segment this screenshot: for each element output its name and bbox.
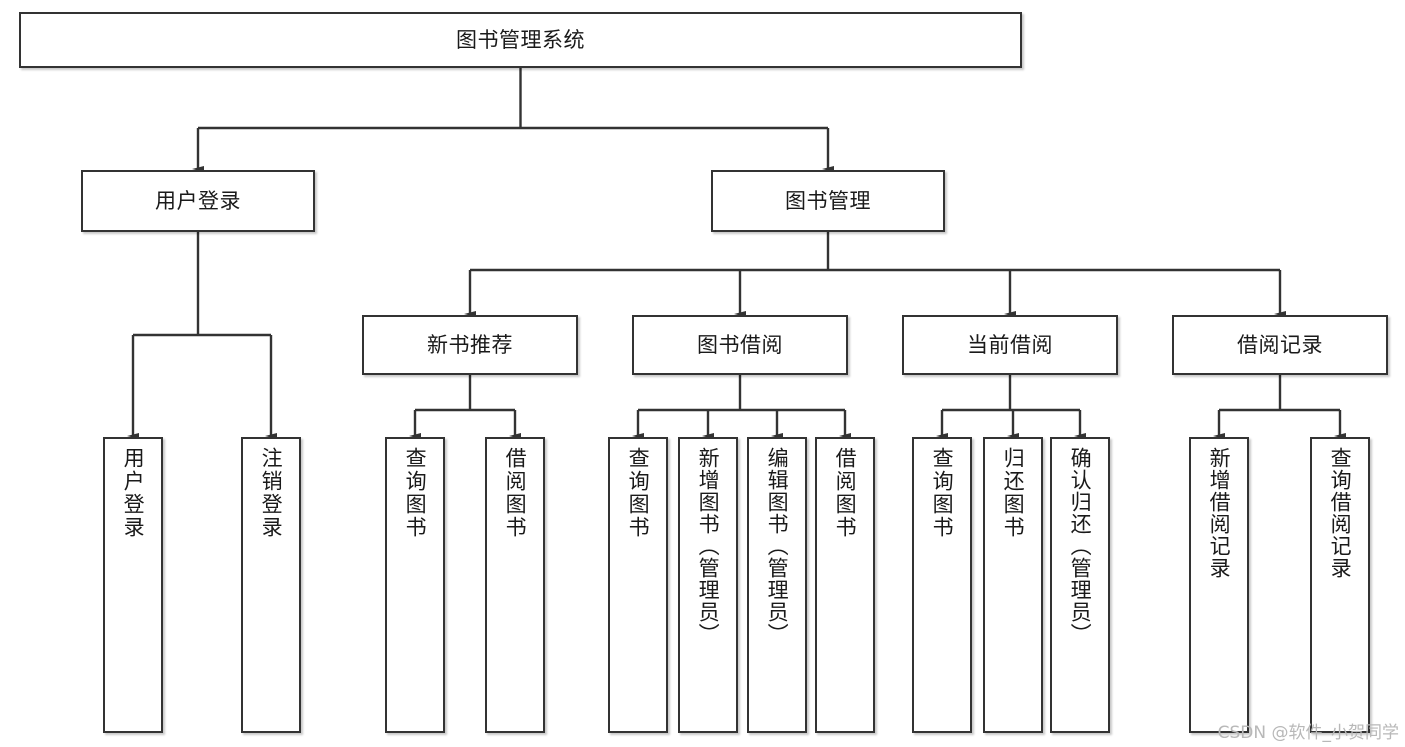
node-current-borrow[interactable]: 当前借阅	[902, 315, 1118, 375]
node-label: 查询借阅记录	[1328, 447, 1353, 579]
node-label: 借阅图书	[503, 447, 528, 539]
node-label: 图书管理系统	[456, 27, 585, 52]
node-label: 用户登录	[155, 188, 241, 213]
node-label: 归还图书	[1001, 447, 1026, 539]
node-label: 新增图书（管理员）	[696, 447, 721, 645]
node-label: 查询图书	[930, 447, 955, 539]
node-label: 借阅记录	[1237, 332, 1323, 357]
node-root[interactable]: 图书管理系统	[19, 12, 1022, 68]
node-leaf-user-logout[interactable]: 注销登录	[241, 437, 301, 733]
node-label: 借阅图书	[833, 447, 858, 539]
node-leaf-cb-return[interactable]: 归还图书	[983, 437, 1043, 733]
node-leaf-cb-query[interactable]: 查询图书	[912, 437, 972, 733]
watermark-text: CSDN @软件_小贺同学	[1217, 723, 1399, 743]
node-label: 当前借阅	[967, 332, 1053, 357]
node-label: 注销登录	[259, 447, 284, 539]
node-leaf-cb-confirm[interactable]: 确认归还（管理员）	[1050, 437, 1110, 733]
node-book-manage[interactable]: 图书管理	[711, 170, 945, 232]
node-label: 确认归还（管理员）	[1068, 447, 1093, 645]
node-leaf-bb-borrow[interactable]: 借阅图书	[815, 437, 875, 733]
node-label: 新增借阅记录	[1207, 447, 1232, 579]
node-leaf-bb-edit[interactable]: 编辑图书（管理员）	[747, 437, 807, 733]
node-leaf-br-add[interactable]: 新增借阅记录	[1189, 437, 1249, 733]
node-book-borrow[interactable]: 图书借阅	[632, 315, 848, 375]
node-new-book-rec[interactable]: 新书推荐	[362, 315, 578, 375]
node-label: 查询图书	[626, 447, 651, 539]
edge-group	[127, 68, 1346, 439]
node-leaf-nb-query[interactable]: 查询图书	[385, 437, 445, 733]
node-label: 图书借阅	[697, 332, 783, 357]
node-label: 查询图书	[403, 447, 428, 539]
node-leaf-bb-add[interactable]: 新增图书（管理员）	[678, 437, 738, 733]
node-label: 编辑图书（管理员）	[765, 447, 790, 645]
node-leaf-bb-query[interactable]: 查询图书	[608, 437, 668, 733]
node-user-login[interactable]: 用户登录	[81, 170, 315, 232]
node-leaf-nb-borrow[interactable]: 借阅图书	[485, 437, 545, 733]
node-leaf-user-login[interactable]: 用户登录	[103, 437, 163, 733]
node-label: 新书推荐	[427, 332, 513, 357]
node-label: 用户登录	[121, 447, 146, 539]
node-leaf-br-query[interactable]: 查询借阅记录	[1310, 437, 1370, 733]
node-borrow-record[interactable]: 借阅记录	[1172, 315, 1388, 375]
node-label: 图书管理	[785, 188, 871, 213]
